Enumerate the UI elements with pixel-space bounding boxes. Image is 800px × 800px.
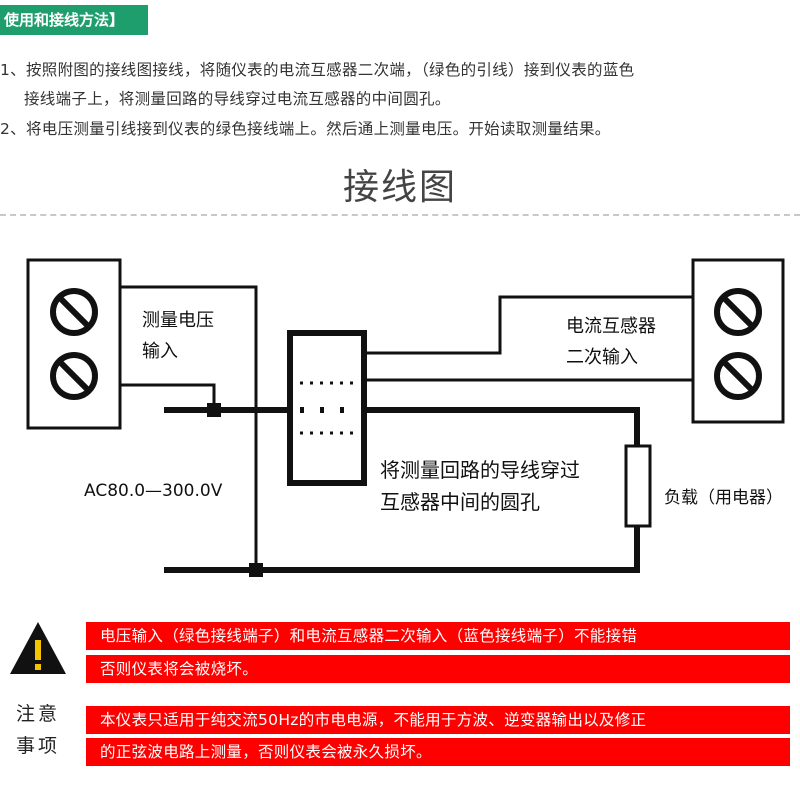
current-transformer: [287, 330, 367, 486]
ct-instruction-line-2: 互感器中间的圆孔: [380, 490, 540, 514]
ct-secondary-lead-top: [364, 295, 693, 355]
warning-strip-2: 否则仪表将会被烧坏。: [86, 655, 790, 683]
voltage-lead-bottom: [120, 383, 216, 410]
warning-strip-1: 电压输入（绿色接线端子）和电流互感器二次输入（蓝色接线端子）不能接错: [86, 622, 790, 650]
junction-dot-bottom: [249, 563, 263, 577]
left-terminal-screw-top: [50, 288, 98, 336]
voltage-lead-top: [120, 285, 258, 570]
right-terminal-block: [691, 258, 785, 424]
left-terminal-block: [26, 258, 122, 430]
note-label-line-2: 事项: [16, 735, 61, 757]
neutral-wire: [164, 525, 640, 573]
section-header: 使用和接线方法】: [0, 5, 148, 35]
load-label: 负载（用电器）: [664, 488, 783, 508]
instruction-2: 2、将电压测量引线接到仪表的绿色接线端上。然后通上测量电压。开始读取测量结果。: [0, 117, 611, 139]
instruction-1-line-1: 1、按照附图的接线图接线，将随仪表的电流互感器二次端，（绿色的引线）接到仪表的蓝…: [0, 58, 634, 80]
note-label-line-1: 注意: [16, 703, 61, 725]
voltage-range-label: AC80.0—300.0V: [84, 481, 223, 501]
warning-strip-3: 本仪表只适用于纯交流50Hz的市电电源，不能用于方波、逆变器输出以及修正: [86, 706, 790, 734]
instruction-1-number: 1、: [0, 61, 26, 79]
junction-dot-top: [207, 403, 221, 417]
dashed-separator: [0, 214, 800, 216]
voltage-input-label-line-1: 测量电压: [142, 310, 214, 331]
instruction-1-text: 按照附图的接线图接线，将随仪表的电流互感器二次端，（绿色的引线）接到仪表的蓝色: [25, 61, 635, 79]
live-wire-to-load: [364, 407, 640, 446]
ct-input-label-line-2: 二次输入: [566, 347, 638, 368]
warning-triangle-icon: [10, 622, 66, 674]
ct-input-label-line-1: 电流互感器: [566, 316, 656, 337]
diagram-title: 接线图: [342, 167, 457, 208]
left-terminal-screw-bottom: [50, 352, 98, 400]
right-terminal-screw-top: [714, 288, 762, 336]
ct-instruction-line-1: 将测量回路的导线穿过: [380, 458, 580, 482]
voltage-input-label-line-2: 输入: [142, 341, 178, 362]
instruction-1-line-2: 接线端子上，将测量回路的导线穿过电流互感器的中间圆孔。: [24, 90, 451, 108]
instruction-2-number: 2、: [0, 120, 26, 138]
load-resistor: [624, 444, 652, 528]
right-terminal-screw-bottom: [714, 352, 762, 400]
warning-strip-4: 的正弦波电路上测量，否则仪表会被永久损坏。: [86, 738, 790, 766]
instruction-2-text: 将电压测量引线接到仪表的绿色接线端上。然后通上测量电压。开始读取测量结果。: [25, 120, 611, 138]
